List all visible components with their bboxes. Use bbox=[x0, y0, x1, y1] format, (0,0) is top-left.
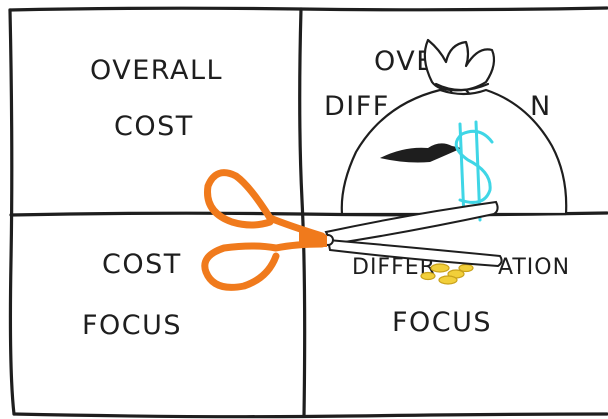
quadrant-overall-diff-line1: OVE bbox=[374, 46, 435, 77]
gold-coin bbox=[430, 263, 450, 273]
money-bag-icon bbox=[340, 38, 568, 216]
grid-top-border bbox=[8, 6, 608, 12]
scissors-handle-join bbox=[299, 230, 327, 247]
quadrant-cost-focus-line1: COST bbox=[102, 249, 182, 280]
money-bag-top-knot bbox=[423, 38, 496, 92]
dollar-sign-s bbox=[454, 129, 494, 204]
gold-coin bbox=[438, 275, 458, 285]
quadrant-overall-cost-line1: OVERALL bbox=[90, 55, 223, 86]
scissors-handle-upper bbox=[204, 169, 326, 240]
quadrant-overall-cost-line2: COST bbox=[114, 111, 194, 142]
quadrant-overall-diff-line2: DIFF bbox=[324, 91, 390, 122]
gold-coin bbox=[458, 263, 474, 273]
dollar-sign-bar-left bbox=[458, 122, 466, 220]
grid-left-border bbox=[8, 8, 16, 416]
quadrant-cost-focus-line2: FOCUS bbox=[82, 310, 182, 341]
money-bag-cut bbox=[380, 143, 462, 163]
grid-bottom-border bbox=[12, 412, 608, 419]
scissors-icon bbox=[201, 169, 503, 291]
money-bag-body bbox=[340, 88, 568, 216]
grid-vertical-divider bbox=[298, 7, 307, 418]
matrix-grid bbox=[8, 6, 608, 419]
quadrant-overall-diff-line3: N bbox=[530, 91, 552, 122]
quadrant-diff-focus-line3: FOCUS bbox=[392, 307, 492, 338]
quadrant-diff-focus-line2: ATION bbox=[498, 255, 570, 280]
gold-coin bbox=[420, 271, 436, 281]
scissors-blade-upper bbox=[324, 200, 499, 246]
scissors-handle-lower bbox=[201, 240, 326, 291]
gold-coins-icon bbox=[420, 263, 474, 285]
scissors-blade-lower bbox=[326, 238, 503, 268]
money-bag-tie bbox=[434, 82, 490, 92]
